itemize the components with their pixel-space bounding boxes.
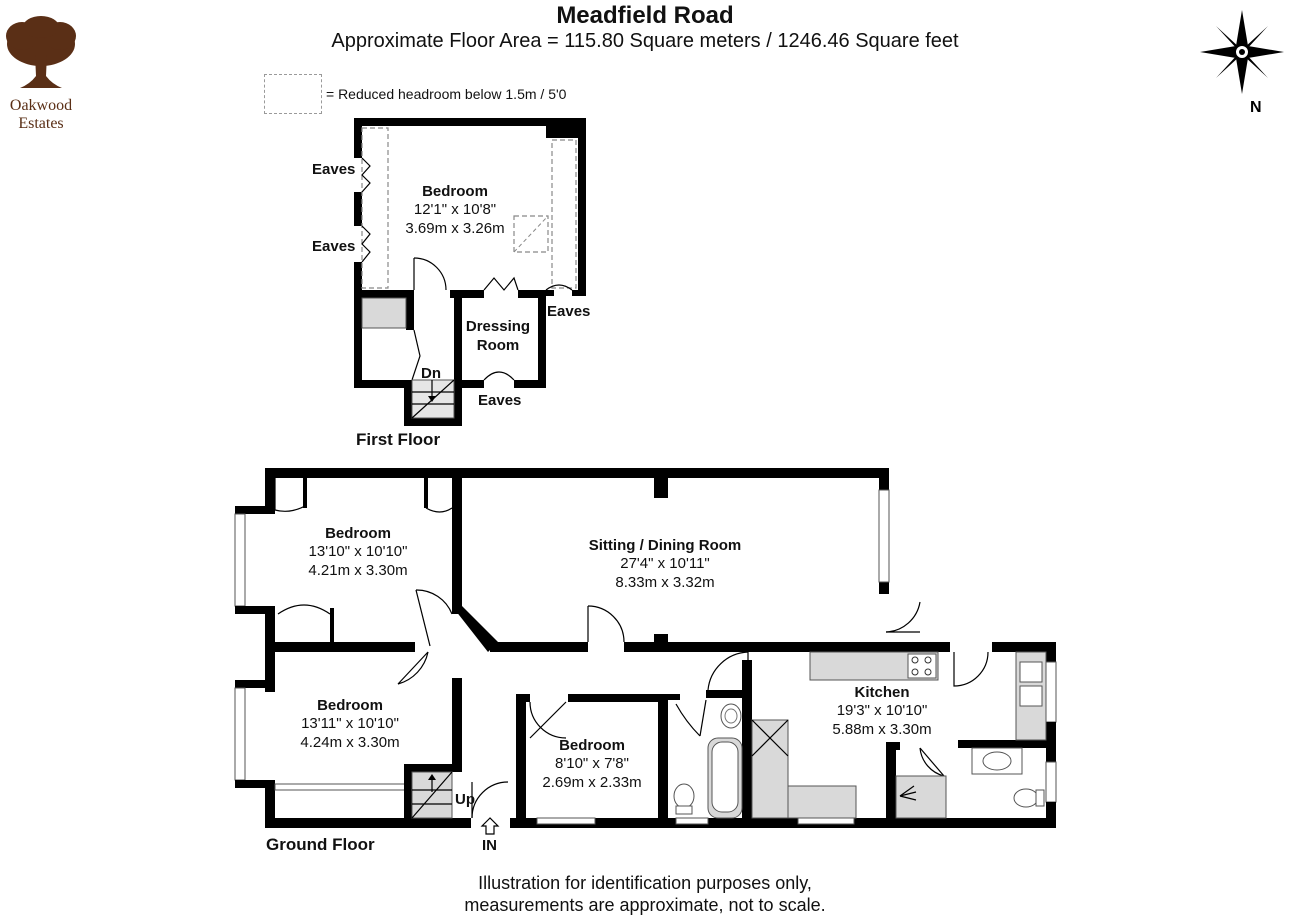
stairs-down-label: Dn (421, 365, 441, 382)
dressing-room-name: Dressing (466, 318, 530, 335)
eaves-label: Eaves (312, 161, 355, 178)
gf-bedroom2-imperial: 13'11" x 10'10" (301, 715, 399, 732)
kitchen-imperial: 19'3" x 10'10" (837, 702, 928, 719)
sitting-dining-name: Sitting / Dining Room (589, 537, 741, 554)
disclaimer: Illustration for identification purposes… (0, 872, 1290, 916)
ff-bedroom-name: Bedroom (422, 183, 488, 200)
agency-logo: Oakwood Estates (0, 14, 82, 133)
compass-north-label: N (1250, 99, 1262, 116)
gf-bedroom3-imperial: 8'10" x 7'8" (555, 755, 629, 772)
disclaimer-line2: measurements are approximate, not to sca… (464, 895, 826, 915)
plan-title: Meadfield Road (556, 2, 734, 29)
compass-rose-icon: N (1200, 10, 1284, 116)
floor-area-subtitle: Approximate Floor Area = 115.80 Square m… (331, 30, 959, 52)
first-floor-plan: Bedroom 12'1" x 10'8" 3.69m x 3.26m Dres… (312, 118, 590, 449)
gf-bedroom1-name: Bedroom (325, 525, 391, 542)
eaves-label: Eaves (312, 238, 355, 255)
dressing-room-name-line2: Room (477, 337, 520, 354)
ground-floor-plan: Bedroom 13'10" x 10'10" 4.21m x 3.30m Si… (234, 468, 1057, 854)
ff-bedroom-metric: 3.69m x 3.26m (405, 220, 504, 237)
entrance-label: IN (482, 837, 497, 854)
headroom-legend: = Reduced headroom below 1.5m / 5'0 (264, 74, 566, 114)
gf-bedroom3-metric: 2.69m x 2.33m (542, 774, 641, 791)
logo-text-line1: Oakwood (9, 97, 73, 114)
first-floor-label: First Floor (356, 430, 440, 449)
stairs-up-label: Up (455, 791, 475, 808)
logo-text-line2: Estates (18, 115, 64, 132)
gf-bedroom1-metric: 4.21m x 3.30m (308, 562, 407, 579)
gf-bedroom1-imperial: 13'10" x 10'10" (309, 543, 408, 560)
kitchen-name: Kitchen (854, 684, 909, 701)
ff-bedroom-imperial: 12'1" x 10'8" (414, 201, 496, 218)
gf-bedroom2-name: Bedroom (317, 697, 383, 714)
eaves-label: Eaves (478, 392, 521, 409)
dashed-legend-swatch (264, 74, 322, 114)
gf-bedroom3-name: Bedroom (559, 737, 625, 754)
eaves-label: Eaves (547, 303, 590, 320)
disclaimer-line1: Illustration for identification purposes… (478, 873, 812, 893)
gf-bedroom2-metric: 4.24m x 3.30m (300, 734, 399, 751)
oak-tree-icon (6, 16, 76, 88)
sitting-dining-imperial: 27'4" x 10'11" (620, 555, 710, 572)
sitting-dining-metric: 8.33m x 3.32m (615, 574, 714, 591)
kitchen-metric: 5.88m x 3.30m (832, 721, 931, 738)
compass: N (1196, 4, 1288, 116)
ground-floor-label: Ground Floor (266, 835, 375, 854)
legend-text: = Reduced headroom below 1.5m / 5'0 (326, 86, 567, 102)
